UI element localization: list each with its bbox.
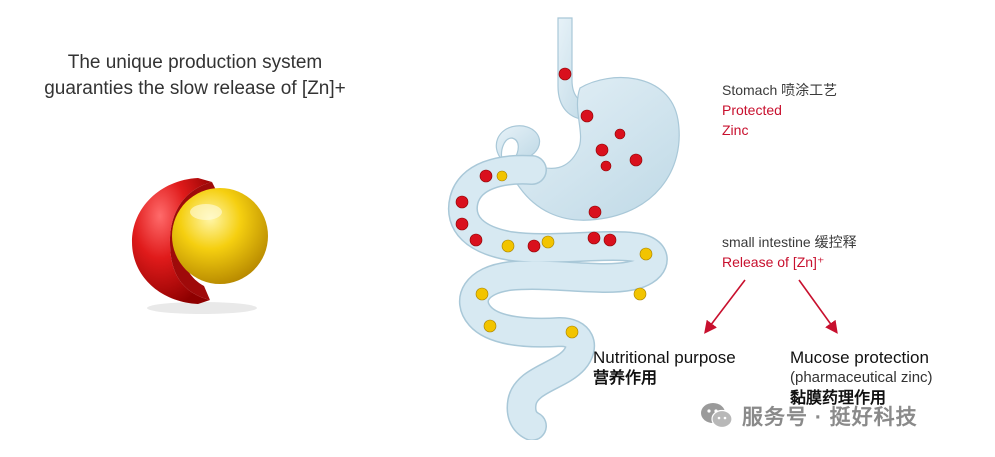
red-shell <box>132 178 212 304</box>
red-particle <box>588 205 602 219</box>
watermark-text: 服务号 · 挺好科技 <box>742 406 918 429</box>
core-highlight <box>190 204 222 220</box>
nutrition-title: Nutritional purpose <box>593 348 736 367</box>
red-particle <box>455 195 469 209</box>
red-particle <box>469 233 483 247</box>
red-particle <box>587 231 601 245</box>
headline-line-1: The unique production system <box>67 52 323 73</box>
mucose-sub: (pharmaceutical zinc) <box>790 369 933 386</box>
arrow-to-nutrition <box>704 279 746 334</box>
red-particles <box>455 67 643 253</box>
red-particle <box>558 67 572 81</box>
digestive-tract-diagram <box>447 17 680 440</box>
yellow-particle <box>639 247 653 261</box>
red-particle <box>479 169 493 183</box>
red-particle <box>600 160 612 172</box>
yellow-particle <box>501 239 515 253</box>
red-particle <box>455 217 469 231</box>
yellow-particle <box>475 287 489 301</box>
yellow-particle <box>633 287 647 301</box>
headline: The unique production system guaranties … <box>0 50 390 102</box>
stomach-label-group: Stomach 喷涂工艺 Protected Zinc <box>722 80 837 140</box>
mucose-cn: 黏膜药理作用 <box>790 390 887 407</box>
yellow-particles <box>475 170 653 339</box>
stomach-protected-label: Protected <box>722 102 782 118</box>
yellow-particle <box>541 235 555 249</box>
red-particle <box>603 233 617 247</box>
red-particle <box>595 143 609 157</box>
yellow-core <box>172 188 268 284</box>
stomach-label: Stomach 喷涂工艺 <box>722 82 838 98</box>
release-label: Release of [Zn]⁺ <box>722 254 825 270</box>
red-particle <box>614 128 626 140</box>
arrows <box>704 279 838 334</box>
intestine-label-group: small intestine 缓控释 Release of [Zn]⁺ <box>722 232 857 272</box>
zinc-sphere-illustration <box>132 178 268 314</box>
yellow-particle <box>496 170 508 182</box>
yellow-particle <box>483 319 497 333</box>
nutrition-cn: 营养作用 <box>593 370 658 387</box>
yellow-particle <box>565 325 579 339</box>
stomach <box>488 77 680 221</box>
red-particle <box>527 239 541 253</box>
red-particle <box>629 153 643 167</box>
headline-line-2: guaranties the slow release of [Zn]+ <box>44 78 346 99</box>
intestine-label: small intestine 缓控释 <box>722 234 857 250</box>
watermark: 服务号 · 挺好科技 <box>700 398 918 434</box>
arrow-to-mucose <box>798 279 838 334</box>
sphere-shadow <box>147 302 257 314</box>
stomach-zinc-label: Zinc <box>722 122 749 138</box>
mucose-title: Mucose protection <box>790 348 929 367</box>
wechat-icon <box>701 403 733 429</box>
mucose-group: Mucose protection (pharmaceutical zinc) … <box>790 347 933 409</box>
red-particle <box>580 109 594 123</box>
nutrition-group: Nutritional purpose 营养作用 <box>593 347 736 389</box>
